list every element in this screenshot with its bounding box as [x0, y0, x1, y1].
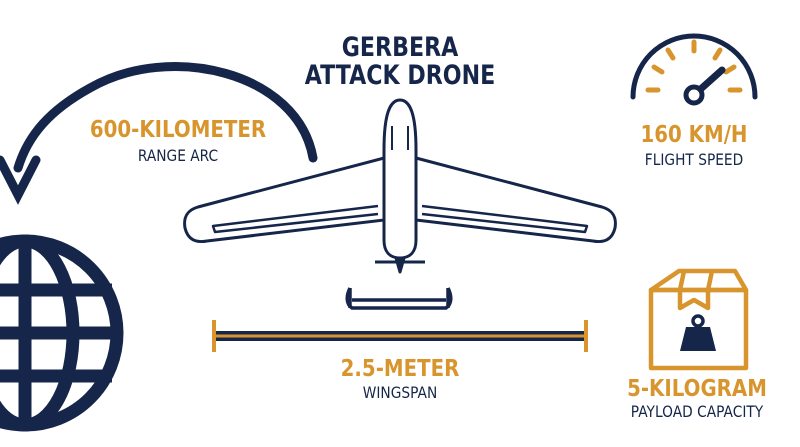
globe-icon	[0, 234, 124, 432]
range-label: RANGE ARC	[137, 146, 219, 165]
wingspan-bar-icon	[212, 320, 588, 352]
title-line-2: ATTACK DRONE	[304, 60, 496, 91]
title-line-1: GERBERA	[341, 32, 459, 63]
arc-arrow-icon	[0, 62, 318, 205]
drone-icon	[183, 98, 617, 274]
page-title: GERBERA ATTACK DRONE	[305, 34, 496, 90]
speed-label: FLIGHT SPEED	[644, 150, 744, 169]
speedometer-icon	[630, 33, 758, 106]
weight-icon	[680, 314, 716, 351]
payload-box-icon	[648, 268, 749, 371]
wingspan-value: 2.5-METER	[340, 356, 460, 382]
speed-value: 160 KM/H	[640, 122, 748, 148]
payload-label: PAYLOAD CAPACITY	[630, 402, 764, 421]
range-value: 600-KILOMETER	[89, 117, 267, 143]
wing-profile-icon	[345, 287, 453, 310]
wingspan-label: WINGSPAN	[362, 383, 438, 402]
payload-value: 5-KILOGRAM	[627, 376, 767, 402]
